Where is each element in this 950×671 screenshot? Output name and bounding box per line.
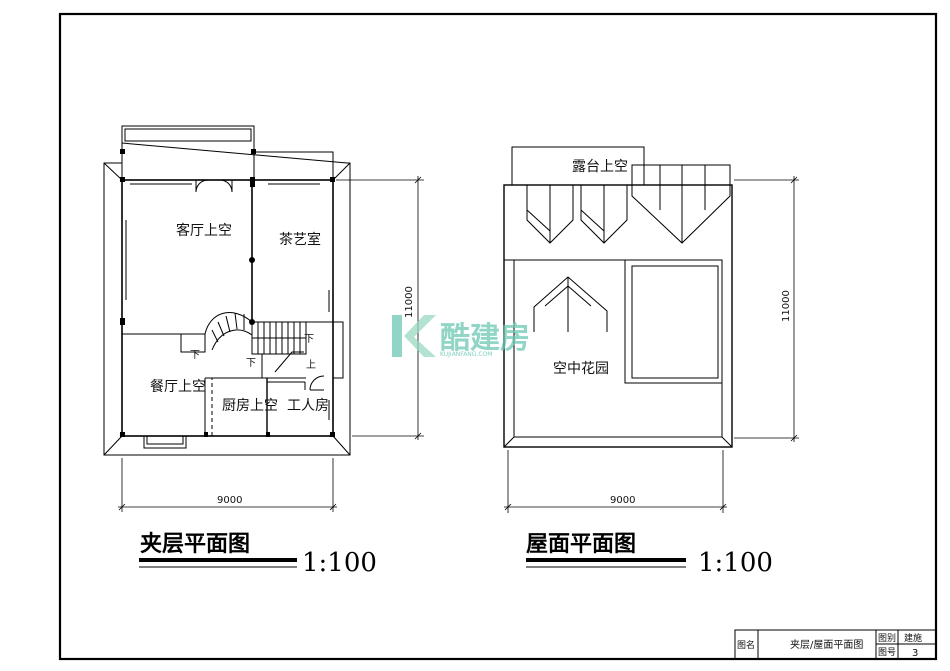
roof-plan-scale: 1:100 bbox=[698, 548, 773, 578]
title-block-number-value: 3 bbox=[912, 648, 918, 659]
mezzanine-title-underline bbox=[139, 558, 297, 562]
roof-dim-width: 9000 bbox=[610, 495, 635, 506]
roof-terrace-block bbox=[511, 146, 645, 186]
stair-up-label: 上 bbox=[306, 359, 316, 371]
stair-down-label: 下 bbox=[304, 334, 314, 345]
mezzanine-exterior-wall bbox=[121, 179, 334, 437]
title-block-sheet-label: 图别 bbox=[878, 633, 896, 644]
mezzanine-dim-depth: 11000 bbox=[404, 286, 415, 318]
mezzanine-bay-window bbox=[143, 435, 187, 449]
watermark-brand: 酷建房 bbox=[440, 321, 530, 356]
stair-down-label-3: 下 bbox=[190, 350, 200, 361]
stair-down-label-2: 下 bbox=[246, 358, 256, 369]
living-void-label: 客厅上空 bbox=[176, 222, 232, 239]
mezzanine-plan bbox=[103, 125, 351, 456]
title-block-sheet-value: 建施 bbox=[904, 632, 922, 644]
mezzanine-dimensions bbox=[118, 176, 424, 512]
roof-title-underline bbox=[526, 558, 686, 562]
roof-plan bbox=[503, 146, 733, 448]
mezzanine-plan-title: 夹层平面图 bbox=[140, 532, 250, 557]
sky-garden-label: 空中花园 bbox=[553, 361, 609, 377]
sheet-border bbox=[58, 12, 938, 661]
title-block-name-label: 图名 bbox=[737, 639, 755, 651]
roof-dim-depth: 11000 bbox=[781, 290, 792, 322]
roof-dimensions bbox=[504, 176, 799, 513]
mezzanine-dim-width: 9000 bbox=[217, 495, 242, 506]
watermark-logo-icon bbox=[392, 315, 436, 357]
title-block-number-label: 图号 bbox=[878, 647, 896, 658]
roof-outline bbox=[503, 184, 733, 448]
dining-void-label: 餐厅上空 bbox=[150, 379, 206, 395]
terrace-void-label: 露台上空 bbox=[572, 159, 628, 175]
roof-right-block bbox=[624, 259, 723, 384]
kitchen-void-label: 厨房上空 bbox=[222, 398, 278, 414]
mezzanine-columns bbox=[120, 149, 335, 437]
worker-room-label: 工人房 bbox=[287, 398, 329, 414]
title-block-name-value: 夹层/屋面平面图 bbox=[790, 638, 863, 651]
tea-room-label: 茶艺室 bbox=[279, 231, 321, 248]
watermark-site: KUJIANFANG.COM bbox=[440, 351, 492, 358]
mezzanine-plan-scale: 1:100 bbox=[302, 548, 377, 578]
watermark: 酷建房 KUJIANFANG.COM bbox=[392, 315, 530, 358]
roof-inner-edge bbox=[513, 259, 723, 438]
title-block bbox=[734, 629, 937, 660]
roof-plan-title: 屋面平面图 bbox=[526, 532, 636, 557]
